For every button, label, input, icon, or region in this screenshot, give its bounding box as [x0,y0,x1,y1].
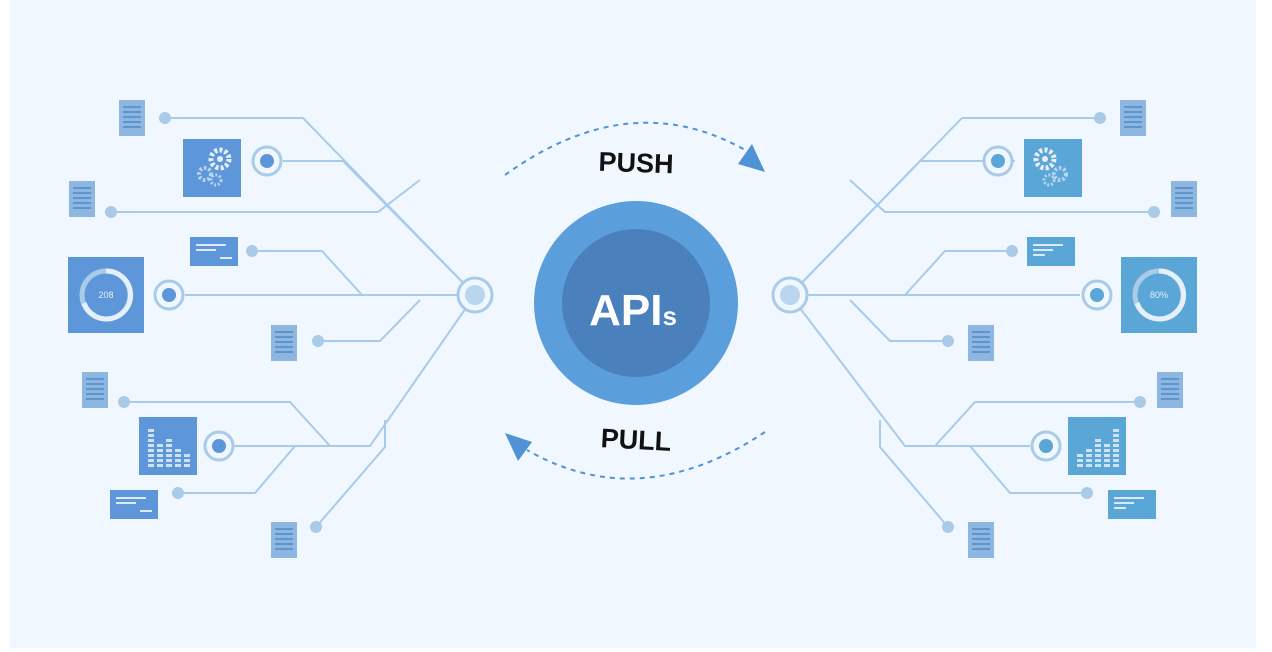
message-card-icon [1027,237,1075,266]
document-icon [69,181,95,217]
document-icon [1157,372,1183,408]
left-hub [456,276,494,314]
wire-end-dot [172,487,184,499]
ring-connector [1030,430,1062,462]
ring-connector [251,145,283,177]
left-wires [111,117,476,528]
pull-arrowhead-icon [505,433,532,461]
pull-label: PULL [600,423,672,457]
api-hub-circle: APIs [534,201,738,405]
bar-chart-tile-icon [1068,417,1126,475]
message-card-icon [110,490,158,519]
gauge-value-label: 80% [1150,290,1168,300]
wire-end-dot [1134,396,1146,408]
document-icon [82,372,108,408]
push-label: PUSH [598,147,674,180]
right-hub [771,276,809,314]
gears-tile-icon [1024,139,1082,197]
gauge-tile-icon: 208 [68,257,144,333]
document-icon [1171,181,1197,217]
push-arrow [504,121,765,176]
gauge-value-label: 208 [98,290,113,300]
api-title-suffix: s [662,301,676,331]
document-icon [271,325,297,361]
right-dots [942,112,1160,533]
wire-end-dot [118,396,130,408]
right-wires [789,117,1154,528]
wire-end-dot [1006,245,1018,257]
wire-end-dot [942,521,954,533]
ring-connector [982,145,1014,177]
push-arrowhead-icon [738,144,765,172]
bar-chart-tile-icon [139,417,197,475]
ring-connector [203,430,235,462]
ring-connector [153,279,185,311]
message-card-icon [190,237,238,266]
document-icon [119,100,145,136]
document-icon [968,522,994,558]
api-title-main: API [589,286,662,335]
api-title: APIs [589,286,677,335]
pull-arrow [505,431,766,480]
wire-end-dot [159,112,171,124]
document-icon [271,522,297,558]
document-icon [1120,100,1146,136]
wire-end-dot [1081,487,1093,499]
message-card-icon [1108,490,1156,519]
left-dots [105,112,324,533]
gauge-tile-icon: 80% [1121,257,1197,333]
wire-end-dot [942,335,954,347]
wire-end-dot [312,335,324,347]
wire-end-dot [1094,112,1106,124]
wire-end-dot [1148,206,1160,218]
wire-end-dot [105,206,117,218]
gears-tile-icon [183,139,241,197]
wire-end-dot [310,521,322,533]
document-icon [968,325,994,361]
ring-connectors [153,145,1113,462]
ring-connector [1081,279,1113,311]
wire-end-dot [246,245,258,257]
